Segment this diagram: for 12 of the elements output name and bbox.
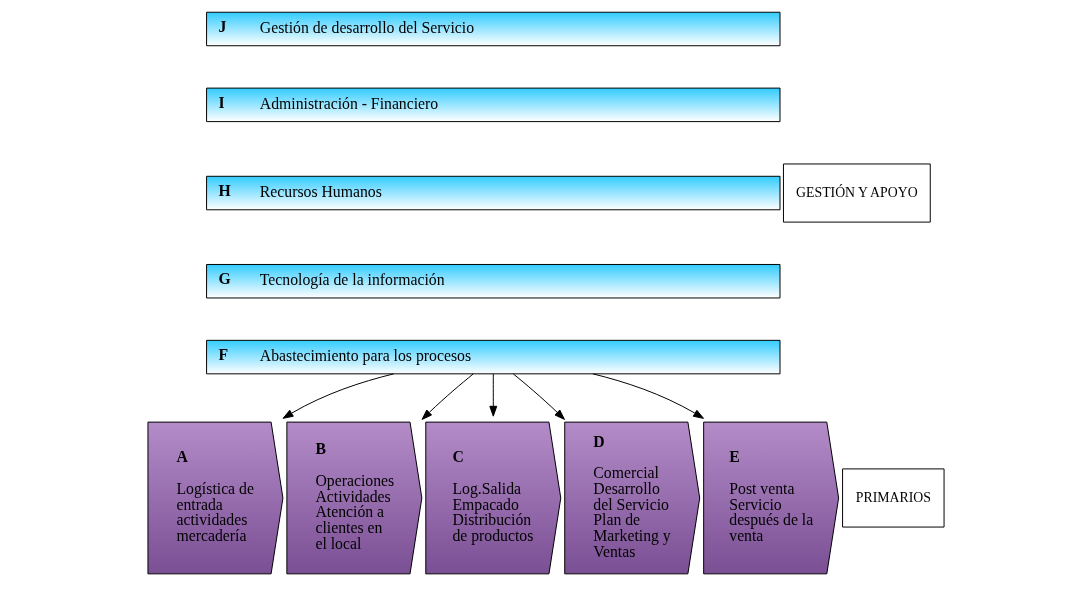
arrow: [421, 373, 474, 420]
node-box: GESTIÓN Y APOYO: [782, 163, 931, 223]
node-box: I Administración - Financiero: [205, 87, 780, 123]
arrow: [512, 373, 565, 420]
arrow: [488, 373, 497, 417]
node-box: G Tecnología de la información: [205, 263, 780, 299]
node-box: H Recursos Humanos: [205, 175, 780, 211]
node-box: F Abastecimiento para los procesos: [205, 339, 780, 375]
arrow: [282, 373, 394, 419]
arrow: [591, 373, 704, 419]
node-box: J Gestión de desarrollo del Servicio: [205, 11, 780, 47]
node-box: PRIMARIOS: [841, 468, 945, 528]
